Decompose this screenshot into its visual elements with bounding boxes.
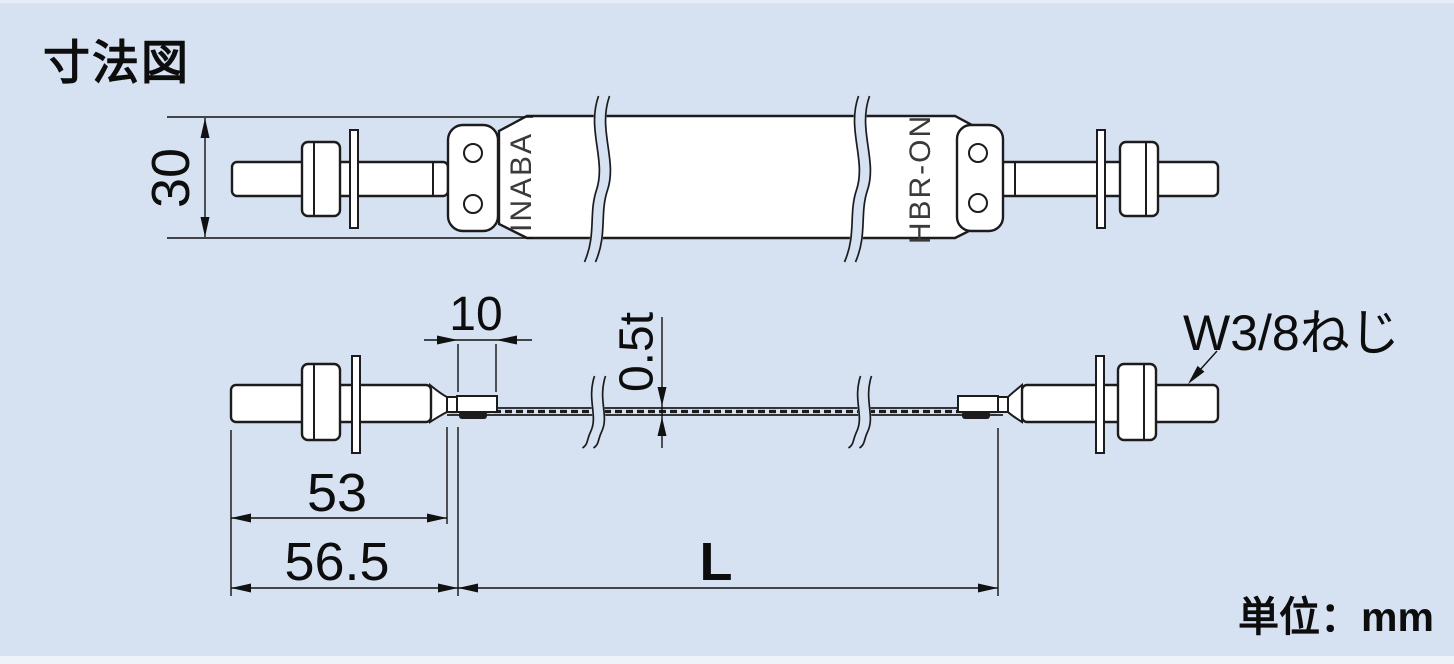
rod-neck-left <box>446 396 458 413</box>
washer-left-side <box>351 355 361 454</box>
hex-nut-right <box>1118 140 1160 218</box>
bolt-hole <box>968 193 988 213</box>
washer-right <box>1096 129 1106 229</box>
strap-strip <box>447 407 1003 416</box>
svg-text:53: 53 <box>307 463 367 523</box>
dim-thickness: 0.5t <box>611 312 667 448</box>
svg-text:W3/8ねじ: W3/8ねじ <box>1183 305 1400 361</box>
hex-nut-left-side <box>300 362 342 442</box>
washer-left <box>349 129 359 229</box>
thread-callout: W3/8ねじ <box>1183 305 1400 384</box>
hex-nut-left <box>300 140 342 218</box>
bottom-dimensions: 53 56.5 L <box>230 427 999 596</box>
svg-text:56.5: 56.5 <box>284 532 389 592</box>
figure-title: 寸法図 <box>43 36 190 89</box>
crimp-bump-left <box>459 411 487 419</box>
rod-taper-right <box>1007 382 1023 424</box>
dim-plate-10: 10 <box>424 288 532 392</box>
bolt-rod-right <box>998 160 1220 198</box>
dim-height-30: 30 <box>141 116 533 239</box>
rod-taper-left <box>429 382 448 424</box>
bottom-edge-strip <box>0 656 1454 664</box>
rod-neck-right <box>997 396 1009 413</box>
top-edge-strip <box>0 0 1454 3</box>
strap-marking-brand: INABA <box>505 132 538 232</box>
dim-bolt-53: 53 <box>231 463 447 523</box>
unit-label: 単位：mm <box>1238 594 1434 640</box>
washer-right-side <box>1095 355 1105 454</box>
strap-marking-model: HBR-ON <box>904 114 937 244</box>
bolt-hole <box>463 143 483 163</box>
bolt-hole <box>463 194 483 214</box>
crimp-plate-right <box>957 395 999 413</box>
dim-assembly-56-5: 56.5 <box>231 532 458 593</box>
end-plate-right <box>955 123 1005 233</box>
crimp-plate-left <box>456 395 498 413</box>
front-view: INABA HBR-ON 30 <box>141 96 1220 262</box>
svg-text:0.5t: 0.5t <box>611 312 664 392</box>
svg-text:30: 30 <box>141 148 201 208</box>
crimp-bump-right <box>962 411 990 419</box>
end-plate-left <box>446 123 500 233</box>
svg-text:L: L <box>700 532 733 592</box>
dim-strap-length: L <box>458 532 998 593</box>
side-view: 10 0.5t W3/8ねじ <box>229 288 1400 454</box>
svg-text:10: 10 <box>449 288 502 341</box>
hex-nut-right-side <box>1116 362 1158 442</box>
bolt-hole <box>968 143 988 163</box>
